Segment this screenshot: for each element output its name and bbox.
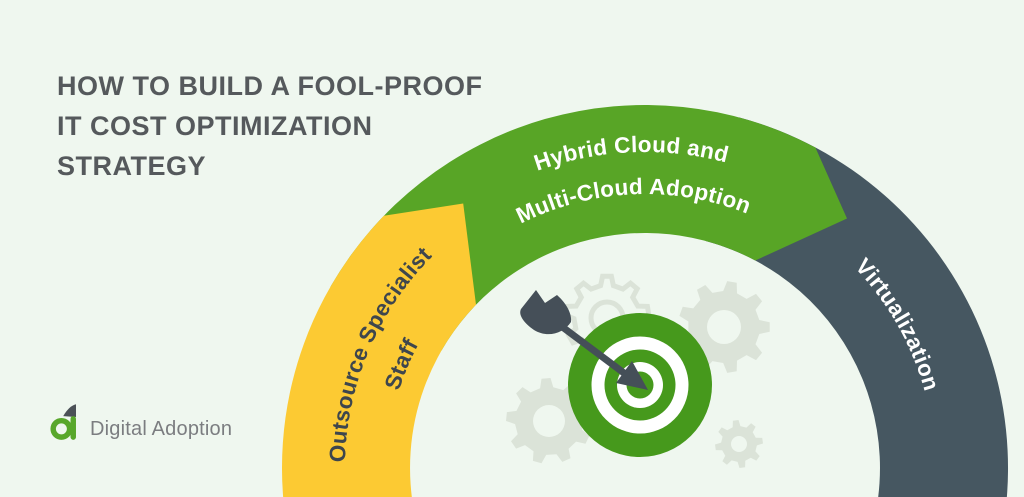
gear-icon	[715, 420, 763, 468]
digital-adoption-logo: Digital Adoption	[50, 404, 232, 441]
arrow-head	[616, 361, 648, 390]
logo-text: Digital Adoption	[90, 418, 233, 440]
arrow-icon	[520, 290, 648, 390]
arrow-fletching	[520, 290, 572, 335]
digital-adoption-a-icon	[50, 404, 76, 440]
page-title: HOW TO BUILD A FOOL-PROOF IT COST OPTIMI…	[57, 71, 483, 181]
ring-segment-outsource-specialist-staff	[281, 203, 476, 497]
